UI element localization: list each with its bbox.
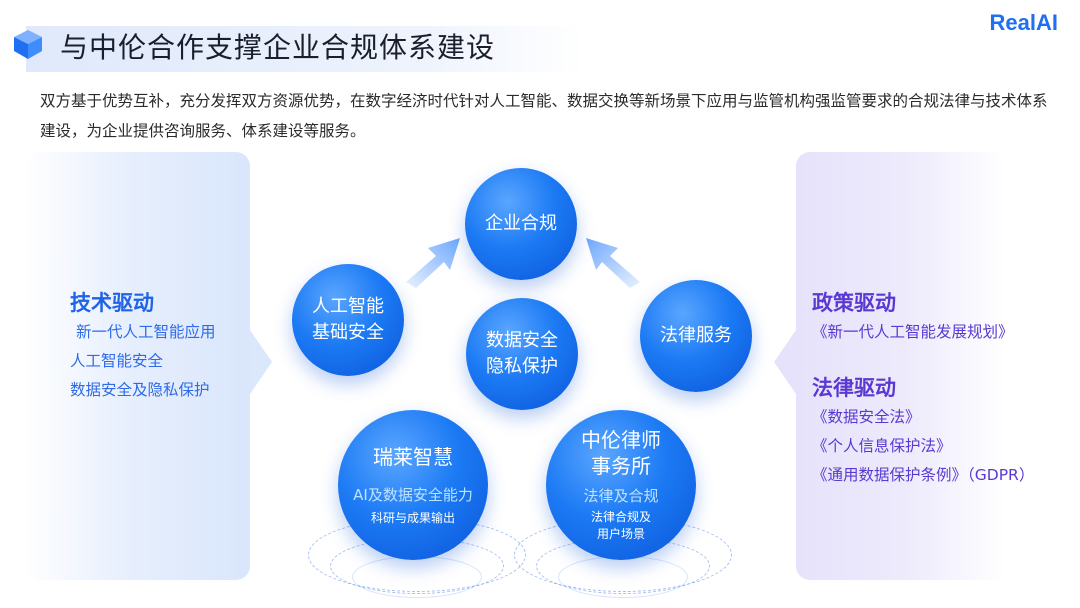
page-title: 与中伦合作支撑企业合规体系建设 [60, 31, 496, 64]
zhonglun-detail: 法律合规及 [590, 510, 651, 524]
realai-node: 瑞莱智慧 AI及数据安全能力 科研与成果输出 [338, 410, 488, 560]
list-item: 《通用数据保护条例》（GDPR） [812, 466, 1035, 484]
arrow-up-right-icon [406, 238, 460, 288]
node-label: 基础安全 [312, 322, 384, 343]
zhonglun-detail: 用户场景 [596, 527, 645, 541]
panel-pointer [774, 330, 796, 394]
list-item: 《个人信息保护法》 [812, 437, 952, 455]
node-label: 法律服务 [660, 325, 732, 346]
realai-capability: AI及数据安全能力 [353, 485, 473, 504]
law-drive-list: 《数据安全法》 《个人信息保护法》 《通用数据保护条例》（GDPR） [812, 403, 1034, 490]
zhonglun-capability: 法律及合规 [583, 487, 659, 505]
base-ring [352, 556, 482, 598]
zhonglun-name: 中伦律师 [581, 428, 661, 452]
list-item: 人工智能安全 [70, 352, 164, 370]
tech-drive-heading: 技术驱动 [70, 291, 154, 315]
base-ring [558, 556, 688, 598]
intro-paragraph: 双方基于优势互补，充分发挥双方资源优势，在数字经济时代针对人工智能、数据交换等新… [40, 92, 1048, 140]
tech-drive-list: 新一代人工智能应用 人工智能安全 数据安全及隐私保护 [70, 318, 216, 405]
policy-drive-heading: 政策驱动 [812, 291, 896, 315]
realai-detail: 科研与成果输出 [370, 510, 455, 525]
policy-law-panel [796, 152, 1006, 580]
realai-name: 瑞莱智慧 [373, 444, 453, 469]
law-drive-heading: 法律驱动 [812, 376, 896, 400]
tech-drive-panel [24, 152, 250, 580]
legal-services-node: 法律服务 [640, 280, 752, 392]
node-label: 人工智能 [312, 296, 384, 317]
data-privacy-node: 数据安全 隐私保护 [466, 298, 578, 410]
node-label: 隐私保护 [486, 356, 558, 377]
panel-pointer [250, 330, 272, 394]
node-label: 企业合规 [485, 213, 557, 234]
title-background [26, 26, 586, 72]
list-item: 新一代人工智能应用 [76, 323, 216, 341]
cube-icon [14, 30, 42, 59]
list-item: 《数据安全法》 [812, 408, 921, 426]
arrow-up-left-icon [586, 238, 640, 288]
list-item: 数据安全及隐私保护 [70, 381, 210, 399]
ai-security-node: 人工智能 基础安全 [292, 264, 404, 376]
zhonglun-name: 事务所 [591, 454, 651, 478]
zhonglun-node: 中伦律师 事务所 法律及合规 法律合规及 用户场景 [546, 410, 696, 560]
list-item: 《新一代人工智能发展规划》 [812, 323, 1014, 341]
node-label: 数据安全 [486, 330, 558, 351]
brand-logo: RealAI [989, 10, 1058, 35]
enterprise-compliance-node: 企业合规 [465, 168, 577, 280]
